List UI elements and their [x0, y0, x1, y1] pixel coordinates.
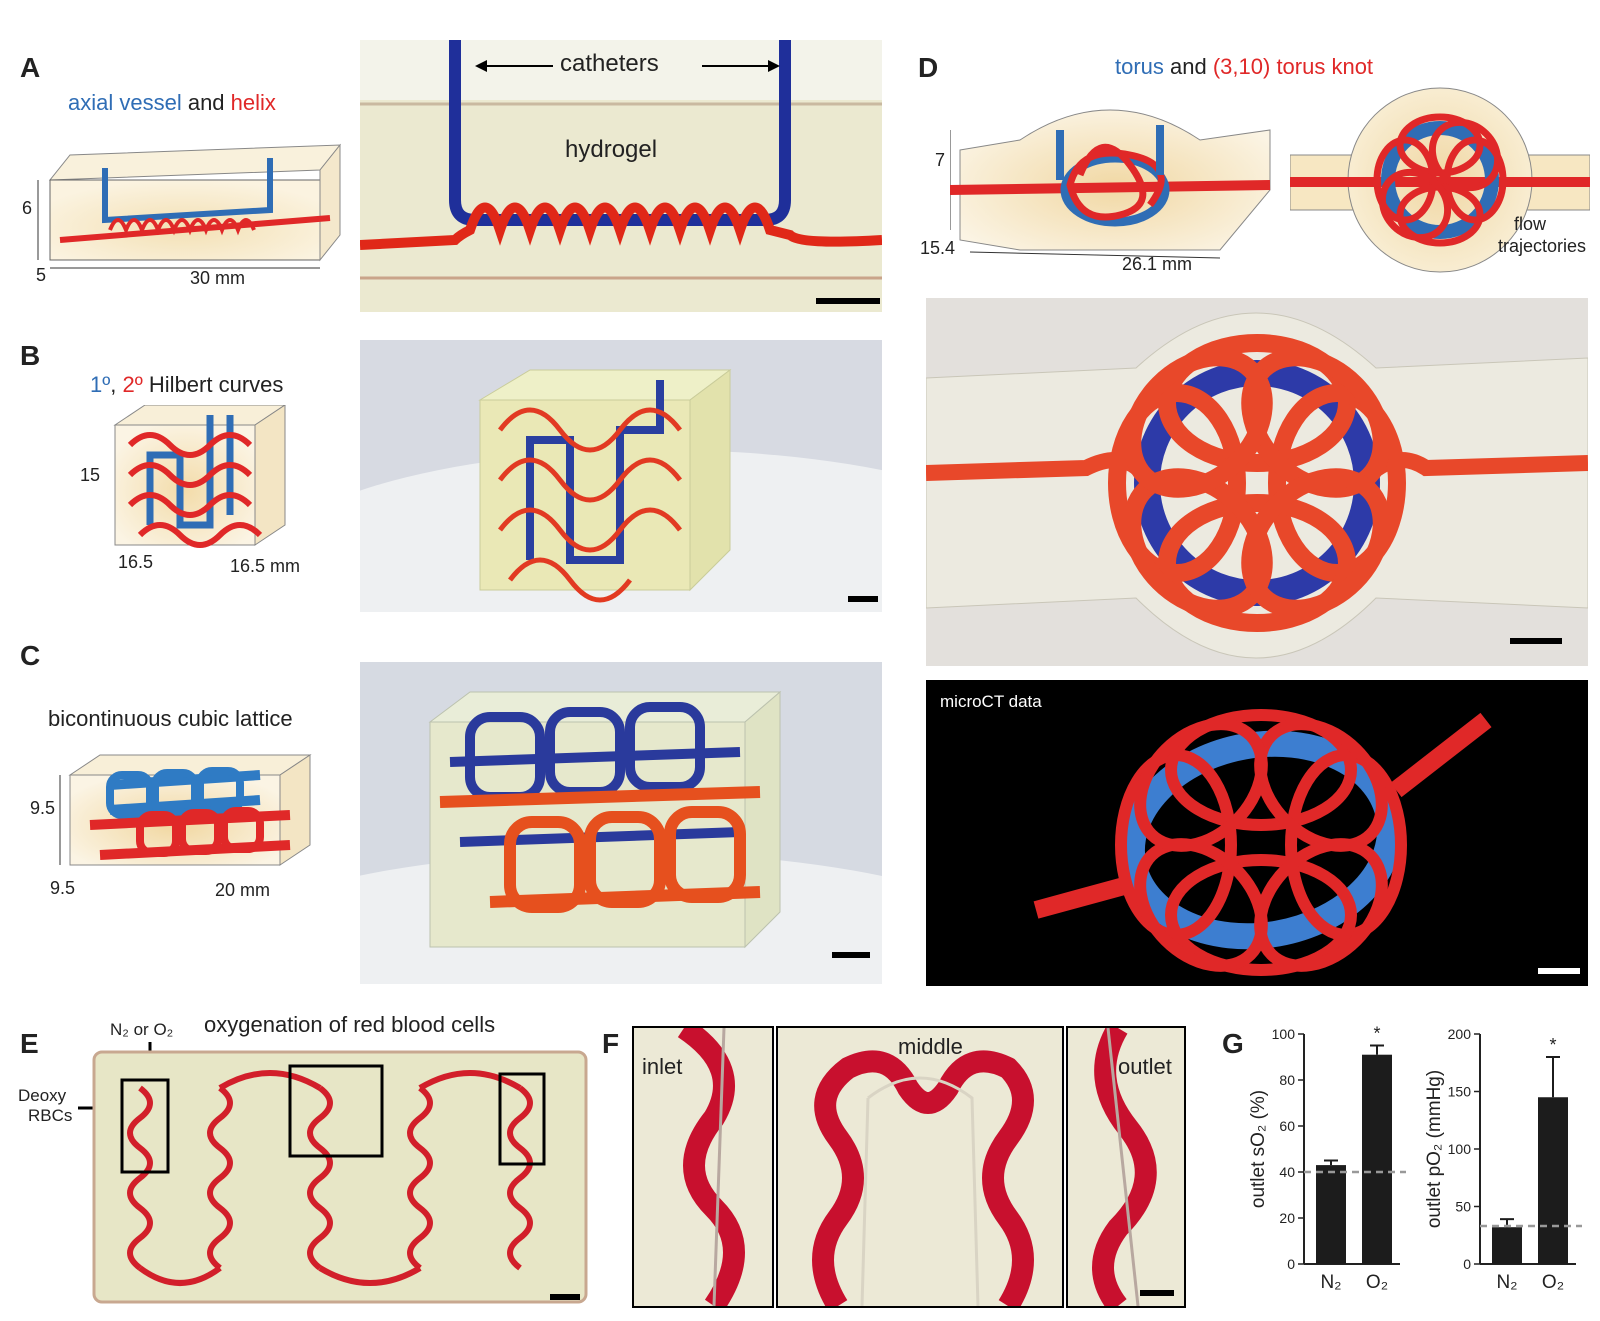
panel-b-caption: 1º, 2º Hilbert curves	[90, 372, 283, 398]
panel-label-f: F	[602, 1028, 620, 1059]
scale-bar	[550, 1294, 580, 1300]
dim-b-length: 16.5 mm	[230, 556, 301, 576]
dim-b-height: 15	[80, 465, 101, 485]
flow-label: flow	[1514, 214, 1547, 234]
arrow-left-icon	[475, 58, 555, 74]
dim-a-depth: 5	[36, 265, 47, 285]
bar-o2	[1538, 1097, 1568, 1264]
panel-label-c: C	[20, 640, 41, 671]
flow-trajectories-diagram	[1290, 85, 1590, 275]
y-tick-label: 80	[1279, 1072, 1295, 1088]
caption-helix: helix	[230, 90, 276, 115]
microct-image: microCT data	[926, 680, 1588, 986]
lattice-diagram	[40, 745, 320, 885]
dim-a-length: 30 mm	[190, 268, 246, 288]
bar-n2	[1316, 1165, 1346, 1264]
caption-first-order: 1º	[90, 372, 111, 397]
panel-a-caption: axial vessel and helix	[68, 90, 276, 116]
deoxy-label: Deoxy	[18, 1086, 67, 1105]
inlet-photo: inlet	[632, 1026, 774, 1308]
panel-label-g: G	[1222, 1028, 1244, 1059]
caption-torus: torus	[1115, 54, 1164, 79]
torus-knot-diagram	[950, 80, 1280, 260]
outlet-photo: outlet	[1066, 1026, 1186, 1308]
caption-second-order: 2º	[122, 372, 143, 397]
bar-n2	[1492, 1227, 1522, 1264]
gas-label: N₂ or O₂	[110, 1020, 174, 1039]
chart-po2: 0 50 100 150 200 outlet pO₂ (mmHg) N₂ * O₂	[1416, 1018, 1592, 1318]
y-axis-label: outlet sO₂ (%)	[1248, 1090, 1269, 1208]
torus-knot-photo	[926, 298, 1588, 666]
dim-d-height: 7	[935, 150, 946, 170]
y-tick-label: 100	[1272, 1026, 1296, 1042]
caption-comma: ,	[110, 372, 123, 397]
middle-label: middle	[898, 1034, 963, 1059]
x-tick-label: O₂	[1366, 1272, 1388, 1293]
middle-photo: middle	[776, 1026, 1064, 1308]
panel-c-caption: bicontinuous cubic lattice	[48, 706, 293, 731]
panel-e-title: oxygenation of red blood cells	[204, 1012, 496, 1037]
scale-bar	[848, 596, 878, 602]
caption-hilbert: Hilbert curves	[142, 372, 284, 397]
scale-bar	[1538, 968, 1580, 974]
scale-bar	[816, 298, 880, 304]
scale-bar	[1140, 1290, 1174, 1296]
panel-label-a: A	[20, 52, 41, 83]
caption-and: and	[181, 90, 231, 115]
panel-label-d: D	[918, 52, 939, 83]
y-tick-label: 50	[1455, 1199, 1471, 1215]
x-tick-label: O₂	[1542, 1272, 1564, 1293]
y-tick-label: 150	[1448, 1084, 1472, 1100]
panel-label-b: B	[20, 340, 41, 371]
y-axis-label: outlet pO₂ (mmHg)	[1424, 1070, 1445, 1228]
chart-so2: 0 20 40 60 80 100 outlet sO₂ (%) N₂ * O₂	[1240, 1018, 1410, 1318]
outlet-label: outlet	[1118, 1054, 1172, 1079]
catheters-label: catheters	[560, 50, 659, 77]
caption-axial-vessel: axial vessel	[68, 90, 182, 115]
helix-photo: catheters hydrogel	[360, 40, 882, 312]
x-tick-label: N₂	[1320, 1272, 1341, 1293]
y-tick-label: 40	[1279, 1164, 1295, 1180]
y-tick-label: 100	[1448, 1141, 1472, 1157]
hilbert-photo	[360, 340, 882, 612]
panel-d-caption: torus and (3,10) torus knot	[1115, 54, 1373, 80]
dim-b-depth: 16.5	[118, 552, 154, 572]
hydrogel-label: hydrogel	[565, 136, 658, 163]
dim-d-depth: 15.4	[920, 238, 956, 258]
y-tick-label: 20	[1279, 1210, 1295, 1226]
lattice-photo	[360, 662, 882, 984]
y-tick-label: 200	[1448, 1026, 1472, 1042]
oxygenation-photo	[90, 1048, 590, 1306]
inlet-label: inlet	[642, 1054, 683, 1079]
rbcs-label: RBCs	[28, 1106, 73, 1125]
microct-label: microCT data	[940, 692, 1042, 711]
bar-o2	[1362, 1054, 1392, 1264]
dim-a-height: 6	[22, 198, 33, 218]
scale-bar	[832, 952, 870, 958]
caption-torus-knot: (3,10) torus knot	[1212, 54, 1374, 79]
dim-d-length: 26.1 mm	[1122, 254, 1193, 274]
y-tick-label: 0	[1463, 1256, 1471, 1272]
panel-label-e: E	[20, 1028, 39, 1059]
arrow-right-icon	[700, 58, 780, 74]
caption-and: and	[1163, 54, 1213, 79]
x-tick-label: N₂	[1496, 1272, 1517, 1293]
scale-bar	[1510, 638, 1562, 644]
helix-diagram	[30, 140, 350, 280]
significance-marker: *	[1373, 1024, 1380, 1044]
y-tick-label: 0	[1287, 1256, 1295, 1272]
hilbert-diagram	[100, 405, 300, 565]
dim-c-height: 9.5	[30, 798, 56, 818]
y-tick-label: 60	[1279, 1118, 1295, 1134]
dim-c-depth: 9.5	[50, 878, 76, 898]
significance-marker: *	[1549, 1035, 1556, 1055]
dim-c-length: 20 mm	[215, 880, 271, 900]
trajectories-label: trajectories	[1498, 236, 1587, 256]
